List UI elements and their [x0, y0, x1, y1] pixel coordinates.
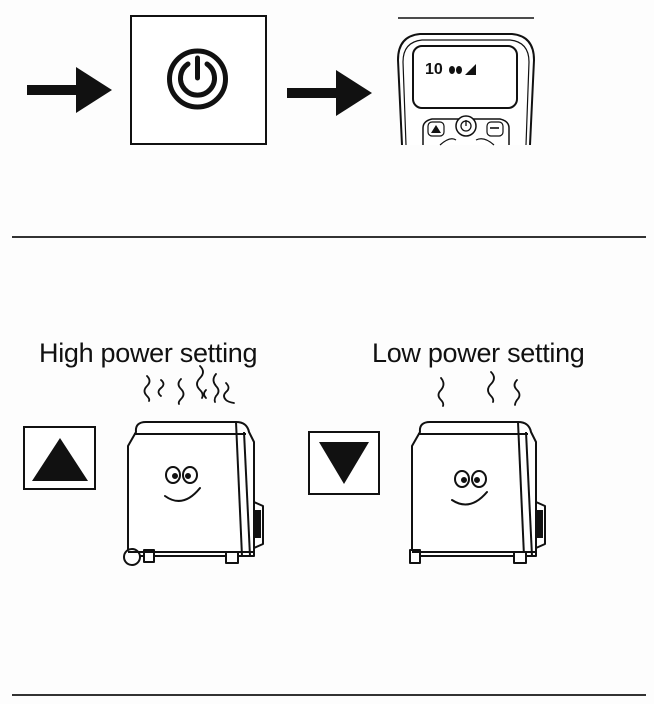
down-button — [308, 431, 380, 495]
heat-wave-icon — [437, 371, 521, 407]
power-icon — [167, 48, 228, 110]
down-triangle-icon — [319, 442, 369, 484]
power-button — [130, 15, 267, 145]
right-arrow-icon — [27, 67, 112, 113]
heater-low — [409, 421, 546, 564]
display-number: 10 — [425, 61, 443, 78]
divider-bottom — [12, 694, 646, 696]
smiley-face-high — [164, 466, 201, 502]
smiley-face-low — [451, 470, 488, 506]
drops-icon — [449, 66, 462, 74]
divider-top — [12, 236, 646, 238]
remote-control: 10 — [396, 17, 536, 146]
up-button — [23, 426, 96, 490]
right-arrow-icon — [287, 70, 372, 116]
low-power-label: Low power setting — [372, 338, 585, 368]
heat-wave-icon — [143, 365, 235, 405]
up-triangle-icon — [32, 438, 88, 481]
heater-high — [123, 421, 264, 566]
high-power-label: High power setting — [39, 338, 258, 368]
signal-icon — [465, 64, 476, 75]
up-triangle-icon — [431, 125, 441, 133]
